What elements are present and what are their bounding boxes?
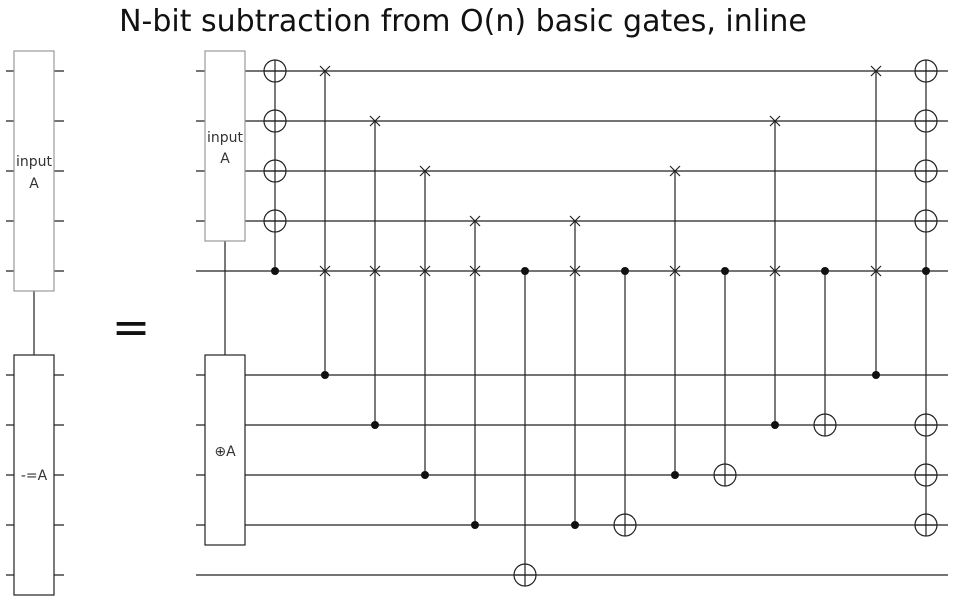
right-xor-box bbox=[204, 354, 246, 546]
control-dot bbox=[922, 267, 930, 275]
swap-mark bbox=[419, 165, 431, 177]
gate-col-9 bbox=[669, 165, 681, 479]
control-dot bbox=[872, 371, 880, 379]
left-input-label-line1: input bbox=[16, 154, 53, 170]
swap-mark bbox=[669, 265, 681, 277]
swap-mark bbox=[870, 65, 882, 77]
control-dot bbox=[721, 267, 729, 275]
swap-mark bbox=[319, 265, 331, 277]
gate-col-2 bbox=[319, 65, 331, 379]
swap-mark bbox=[870, 265, 882, 277]
swap-mark bbox=[669, 165, 681, 177]
left-circuit: input A -=A bbox=[6, 50, 64, 596]
swap-mark bbox=[319, 65, 331, 77]
right-xor-label: ⊕A bbox=[214, 444, 236, 460]
right-input-box bbox=[204, 50, 246, 242]
swap-mark bbox=[569, 215, 581, 227]
gate-col-4 bbox=[419, 165, 431, 479]
swap-mark bbox=[469, 215, 481, 227]
swap-mark bbox=[369, 265, 381, 277]
right-input-label-line1: input bbox=[207, 130, 244, 146]
equals-sign: = bbox=[112, 300, 151, 354]
swap-mark bbox=[769, 115, 781, 127]
swap-mark bbox=[469, 265, 481, 277]
gate-col-14 bbox=[914, 59, 938, 537]
control-dot bbox=[421, 471, 429, 479]
left-subtract-label: -=A bbox=[21, 468, 48, 484]
right-input-label-line2: A bbox=[220, 151, 230, 167]
left-input-box bbox=[13, 50, 55, 292]
gate-col-11 bbox=[769, 115, 781, 429]
control-dot bbox=[321, 371, 329, 379]
control-dot bbox=[371, 421, 379, 429]
swap-mark bbox=[569, 265, 581, 277]
swap-mark bbox=[369, 115, 381, 127]
control-dot bbox=[521, 267, 529, 275]
gate-col-5 bbox=[469, 215, 481, 529]
right-circuit: input A ⊕A bbox=[196, 50, 948, 587]
gate-col-13 bbox=[870, 65, 882, 379]
control-dot bbox=[471, 521, 479, 529]
gate-col-8 bbox=[613, 267, 637, 537]
gate-col-12 bbox=[813, 267, 837, 437]
control-dot bbox=[571, 521, 579, 529]
left-input-label-line2: A bbox=[29, 176, 39, 192]
gate-col-7 bbox=[569, 215, 581, 529]
swap-mark bbox=[769, 265, 781, 277]
right-wires bbox=[196, 70, 948, 576]
diagram-title: N-bit subtraction from O(n) basic gates,… bbox=[119, 4, 807, 39]
control-dot bbox=[671, 471, 679, 479]
gate-col-3 bbox=[369, 115, 381, 429]
control-dot bbox=[271, 267, 279, 275]
control-dot bbox=[771, 421, 779, 429]
left-subtract-box bbox=[13, 354, 55, 596]
control-dot bbox=[821, 267, 829, 275]
gate-col-1 bbox=[263, 59, 287, 275]
control-dot bbox=[621, 267, 629, 275]
gate-col-6 bbox=[513, 267, 537, 587]
gate-col-10 bbox=[713, 267, 737, 487]
swap-mark bbox=[419, 265, 431, 277]
